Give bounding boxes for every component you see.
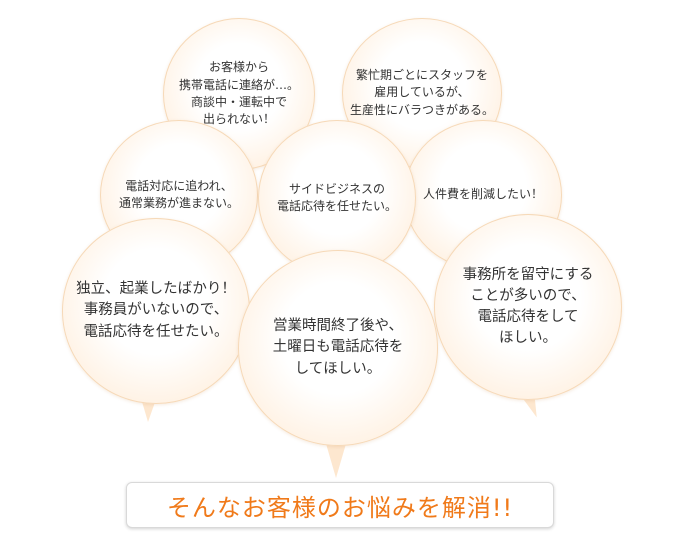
bubble-office-away-text: 事務所を留守にする ことが多いので、 電話応待をして ほしい。 [462, 266, 594, 347]
solution-banner: そんなお客様のお悩みを解消!! [126, 482, 554, 528]
bubble-independent-text: 独立、起業したばかり！ 事務員がいないので、 電話応待を任せたい。 [76, 281, 236, 340]
bubble-phone-handling-text: 電話対応に追われ、 通常業務が進まない。 [118, 178, 239, 210]
bubble-side-business: サイドビジネスの 電話応待を任せたい。 [258, 120, 416, 276]
bubble-customer-calls-text: お客様から 携帯電話に連絡が…。 商談中・運転中で 出られない！ [178, 60, 299, 127]
bubble-busy-season-text: 繁忙期ごとにスタッフを 雇用しているが、 生産性にバラつきがある。 [349, 67, 494, 117]
bubble-cut-costs-text: 人件費を削減したい！ [422, 187, 543, 202]
bubble-side-business-text: サイドビジネスの 電話応待を任せたい。 [276, 181, 397, 213]
solution-banner-text: そんなお客様のお悩みを解消!! [166, 493, 514, 522]
bubble-after-hours: 営業時間終了後や、 土曜日も電話応待を してほしい。 [238, 250, 438, 446]
bubble-after-hours-text: 営業時間終了後や、 土曜日も電話応待を してほしい。 [272, 318, 404, 377]
bubble-busy-season: 繁忙期ごとにスタッフを 雇用しているが、 生産性にバラつきがある。 [342, 18, 502, 168]
bubble-independent: 独立、起業したばかり！ 事務員がいないので、 電話応待を任せたい。 [62, 218, 250, 404]
bubble-office-away: 事務所を留守にする ことが多いので、 電話応待をして ほしい。 [434, 214, 622, 400]
